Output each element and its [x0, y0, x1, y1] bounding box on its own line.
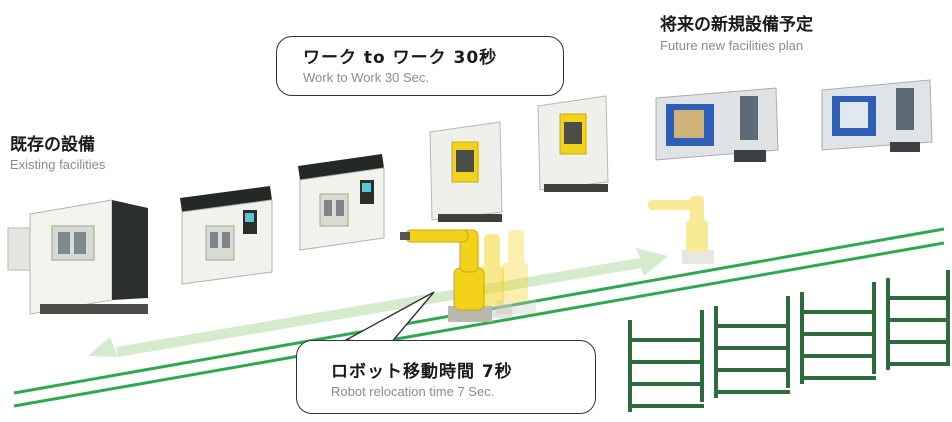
- future-facilities-subtitle: Future new facilities plan: [660, 38, 804, 53]
- existing-facilities-label: 既存の設備 Existing facilities: [10, 130, 105, 172]
- existing-facilities-title: 既存の設備: [10, 135, 95, 155]
- future-facilities-label: 将来の新規設備予定 Future new facilities plan: [660, 10, 813, 53]
- robot-ghost-future: [648, 196, 714, 264]
- work-to-work-subtitle: Work to Work 30 Sec.: [303, 70, 429, 85]
- robot-travel-arrow: [88, 248, 668, 357]
- robot-main: [400, 229, 492, 322]
- existing-machine-2: [180, 186, 273, 285]
- work-to-work-callout: ワーク to ワーク 30秒 Work to Work 30 Sec.: [276, 36, 564, 96]
- work-rack-3: [800, 282, 876, 384]
- work-rack-1: [628, 310, 704, 412]
- existing-facilities-subtitle: Existing facilities: [10, 157, 106, 172]
- future-facilities-title: 将来の新規設備予定: [660, 15, 813, 35]
- existing-machine-3: [298, 154, 385, 251]
- work-to-work-title: ワーク to ワーク 30秒: [303, 48, 498, 68]
- relocation-subtitle: Robot relocation time 7 Sec.: [331, 384, 495, 399]
- work-rack-4: [886, 270, 950, 370]
- future-machine-1: [655, 87, 779, 162]
- robodrill-machine-1: [429, 121, 503, 222]
- relocation-title: ロボット移動時間 7秒: [331, 362, 513, 382]
- relocation-callout: ロボット移動時間 7秒 Robot relocation time 7 Sec.: [296, 340, 596, 414]
- robodrill-machine-2: [537, 95, 609, 192]
- existing-machine-large: [7, 199, 148, 315]
- future-machine-2: [821, 79, 933, 152]
- work-rack-2: [714, 296, 790, 398]
